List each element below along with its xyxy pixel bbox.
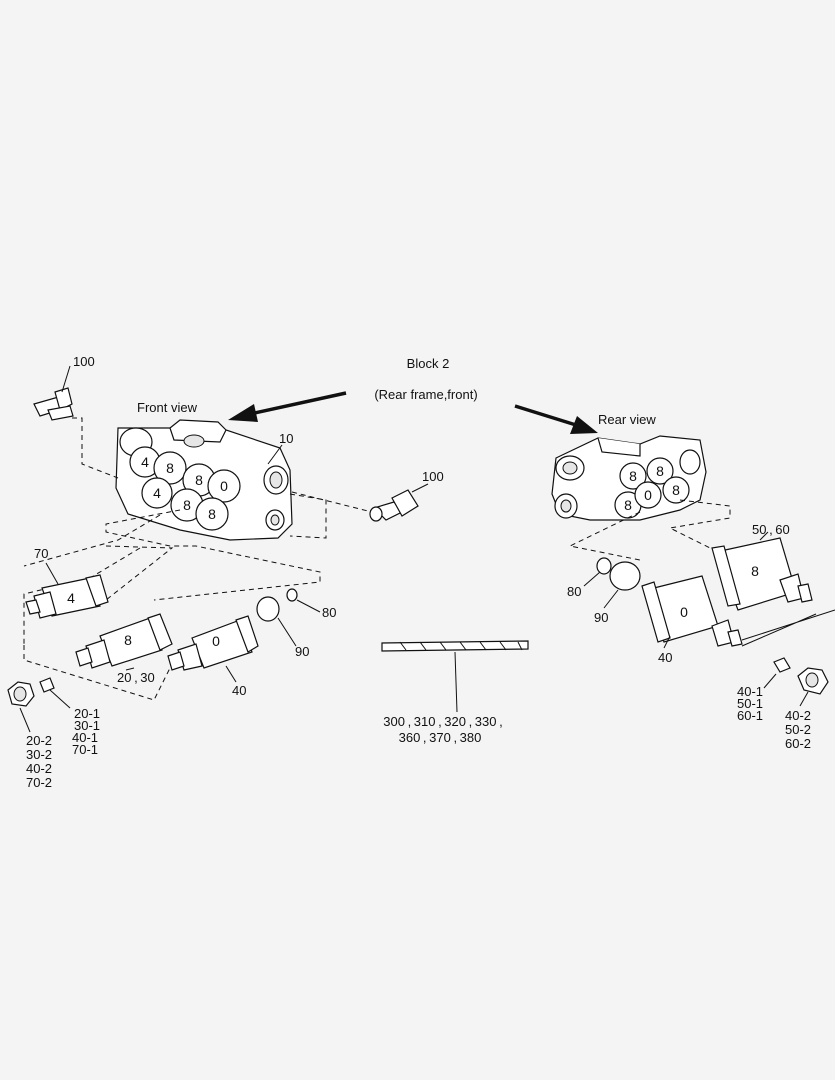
front-port-2: 8 <box>166 460 174 476</box>
callout-60-2-rear: 60-2 <box>785 736 811 751</box>
fitting-100-top <box>33 365 74 421</box>
o-ring-80-rear <box>596 557 612 575</box>
valve-40-mark: 0 <box>212 633 220 649</box>
callout-20-30: 20 , 30 <box>117 670 155 685</box>
valve-20-30-mark: 8 <box>124 632 132 648</box>
valve-20-30 <box>75 613 173 669</box>
rear-port-1: 8 <box>629 468 637 484</box>
callout-50-1-rear: 50-1 <box>737 696 763 711</box>
callout-90-rear: 90 <box>594 610 608 625</box>
callout-90-front: 90 <box>295 644 309 659</box>
block-title: Block 2 <box>407 356 450 371</box>
front-port-6: 8 <box>183 497 191 513</box>
rear-port-5: 8 <box>672 482 680 498</box>
arrow-rear <box>514 404 598 434</box>
front-valve-block <box>115 419 293 541</box>
valve-70-mark: 4 <box>67 590 75 606</box>
callout-50-60: 50 , 60 <box>752 522 790 537</box>
callout-100-top: 100 <box>73 354 95 369</box>
callout-80-rear: 80 <box>567 584 581 599</box>
callout-300-line1: 300 , 310 , 320 , 330 , <box>383 714 502 729</box>
rear-connector-lines <box>741 609 835 647</box>
callout-40-1: 40-1 <box>72 730 98 745</box>
valve-40 <box>167 615 259 671</box>
arrow-front <box>228 391 347 422</box>
callout-70-2: 70-2 <box>26 775 52 790</box>
callout-80-front: 80 <box>322 605 336 620</box>
valve-70 <box>25 574 109 619</box>
valve-40-rear-mark: 0 <box>680 604 688 620</box>
callout-70-1: 70-1 <box>72 742 98 757</box>
nut-front <box>7 681 35 707</box>
sleeve-rear <box>773 657 791 673</box>
rear-port-4: 0 <box>644 487 652 503</box>
rear-valve-block <box>551 435 707 521</box>
block-subtitle: (Rear frame,front) <box>374 387 477 402</box>
hose-tube <box>381 640 529 652</box>
valve-40-rear <box>641 575 743 647</box>
front-port-1: 4 <box>141 454 149 470</box>
callout-60-1-rear: 60-1 <box>737 708 763 723</box>
o-ring-90-rear <box>609 561 641 591</box>
callout-300-line2: 360 , 370 , 380 <box>399 730 482 745</box>
rear-port-2: 8 <box>656 463 664 479</box>
nut-rear <box>797 667 829 695</box>
sleeve-front <box>39 677 55 693</box>
callout-40-1-rear: 40-1 <box>737 684 763 699</box>
callout-10: 10 <box>279 431 293 446</box>
front-view-label: Front view <box>137 400 198 415</box>
rear-port-3: 8 <box>624 497 632 513</box>
front-port-7: 8 <box>208 506 216 522</box>
front-port-5: 4 <box>153 485 161 501</box>
callout-70: 70 <box>34 546 48 561</box>
rear-dashed-guides <box>568 499 731 561</box>
valve-50-60 <box>711 537 813 611</box>
callout-40: 40 <box>232 683 246 698</box>
callout-30-1: 30-1 <box>74 718 100 733</box>
callout-40-2: 40-2 <box>26 761 52 776</box>
callout-40-rear: 40 <box>658 650 672 665</box>
fitting-100-right <box>369 483 429 522</box>
callout-100-right: 100 <box>422 469 444 484</box>
callout-20-2: 20-2 <box>26 733 52 748</box>
callout-40-2-rear: 40-2 <box>785 708 811 723</box>
callout-50-2-rear: 50-2 <box>785 722 811 737</box>
front-port-3: 8 <box>195 472 203 488</box>
front-port-4: 0 <box>220 478 228 494</box>
callout-20-1: 20-1 <box>74 706 100 721</box>
rear-view-label: Rear view <box>598 412 656 427</box>
valve-50-60-mark: 8 <box>751 563 759 579</box>
callout-30-2: 30-2 <box>26 747 52 762</box>
o-ring-90-front <box>256 596 280 622</box>
o-ring-80-front <box>286 588 298 602</box>
